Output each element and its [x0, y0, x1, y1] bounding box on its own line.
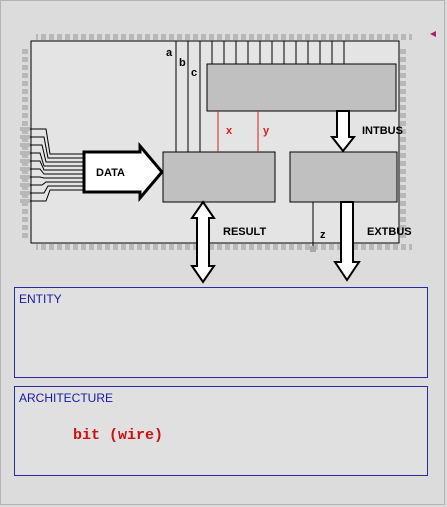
architecture-code: bit (wire) — [73, 427, 164, 444]
entity-panel[interactable]: ENTITY — [14, 287, 428, 378]
extbus-label: EXTBUS — [367, 226, 412, 238]
data-bus-arrow — [82, 141, 164, 203]
architecture-panel-title: ARCHITECTURE — [19, 391, 114, 405]
architecture-panel[interactable]: ARCHITECTURE bit (wire) — [14, 386, 428, 476]
wire-label-b: b — [179, 57, 186, 69]
wire-label-c: c — [191, 67, 197, 79]
vertical-wires — [175, 41, 345, 152]
intbus-arrow — [329, 110, 357, 153]
bottom-pins — [36, 244, 412, 250]
data-pin-stubs — [20, 127, 30, 203]
signal-z-pin — [310, 246, 316, 252]
entity-panel-title: ENTITY — [19, 292, 62, 306]
signal-label-x: x — [226, 125, 233, 137]
top-pins — [36, 34, 412, 40]
corner-marker-icon — [430, 31, 436, 37]
intbus-label: INTBUS — [362, 125, 403, 137]
right-block — [289, 151, 398, 203]
result-label: RESULT — [223, 226, 266, 238]
right-pins — [400, 46, 406, 238]
top-block — [206, 63, 397, 112]
left-pins — [22, 46, 28, 238]
wire-label-a: a — [166, 47, 173, 59]
signal-label-y: y — [263, 125, 270, 137]
left-block — [162, 151, 276, 203]
circuit-diagram: DATA a b c x y INTBUS RESULT EXTBUS — [20, 31, 436, 284]
extbus-arrow — [333, 201, 361, 282]
result-bus-arrow — [190, 200, 216, 284]
xy-signals — [217, 111, 259, 152]
signal-label-z: z — [320, 229, 326, 241]
data-label: DATA — [96, 167, 125, 179]
